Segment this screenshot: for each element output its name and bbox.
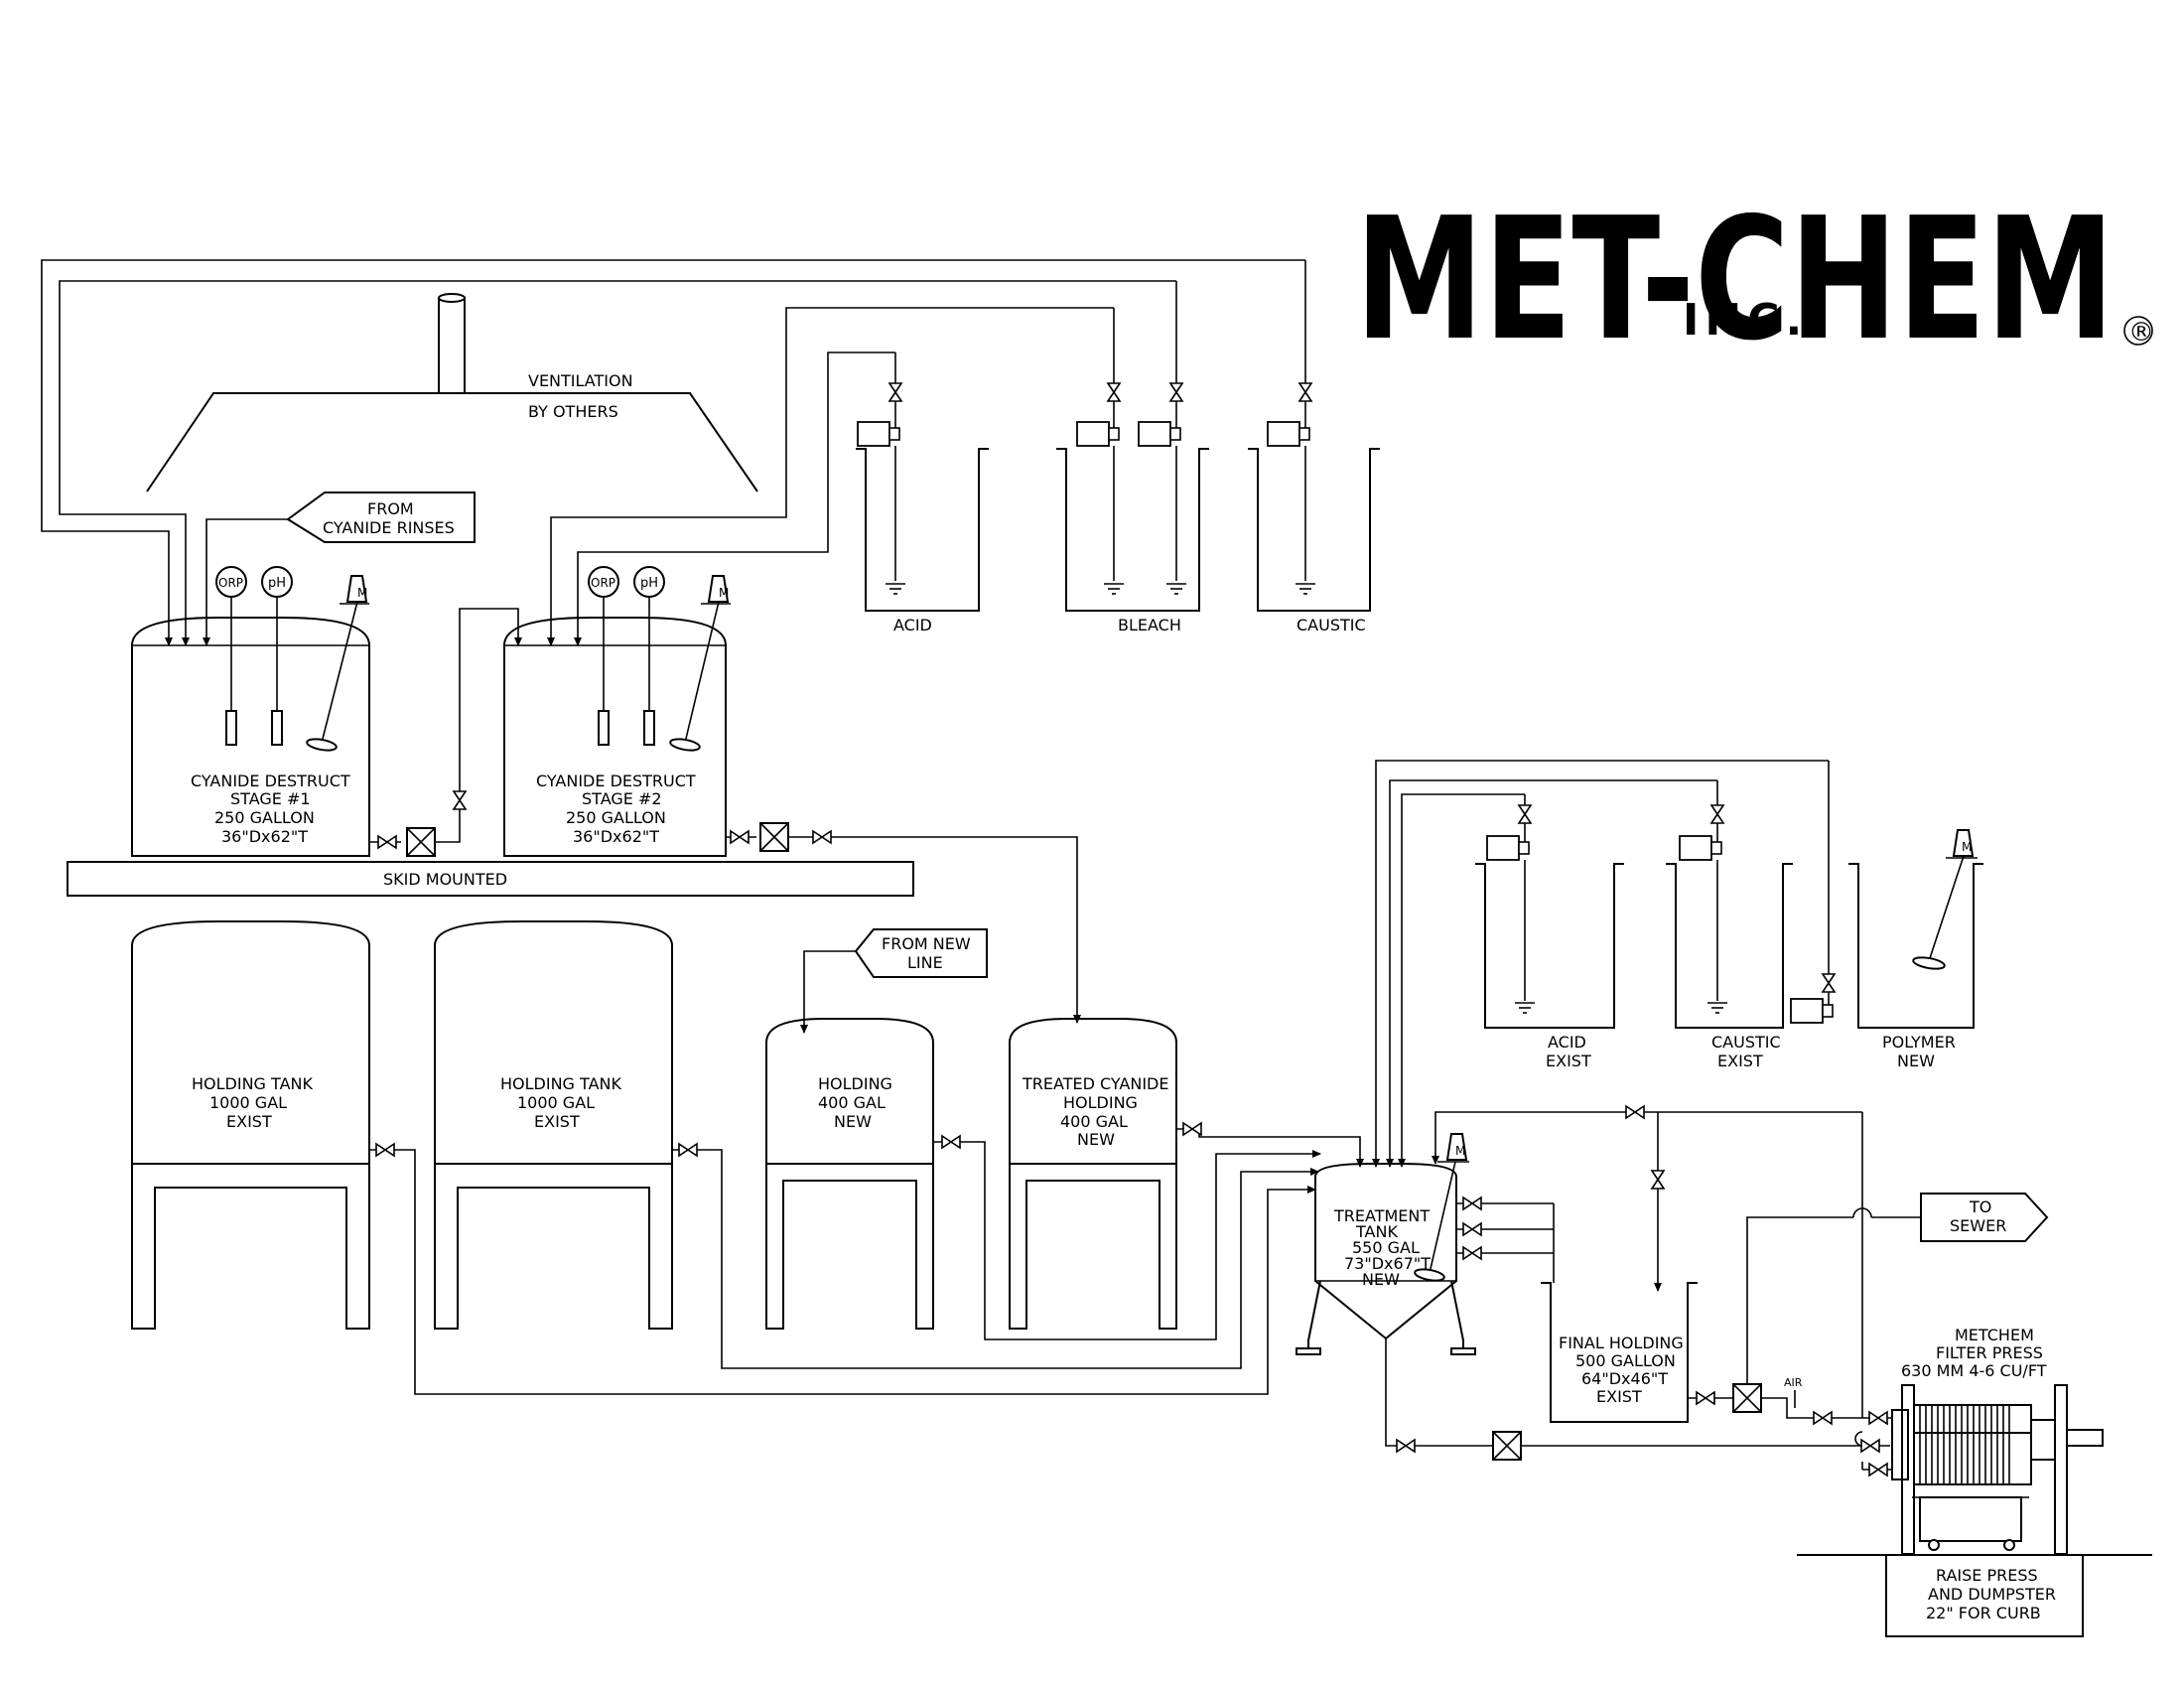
polymer-label-1: POLYMER	[1882, 1033, 1956, 1052]
orp-label-2: ORP	[591, 576, 615, 590]
holding-tank-1-label-3: EXIST	[226, 1112, 272, 1131]
caustic-right-label-1: CAUSTIC	[1711, 1033, 1781, 1052]
holding-tank-1: HOLDING TANK 1000 GAL EXIST	[131, 920, 370, 1330]
holding-400-label-3: NEW	[834, 1112, 872, 1131]
bleach-label-top: BLEACH	[1118, 616, 1181, 634]
stage2-label-4: 36"Dx62"T	[573, 827, 659, 846]
final-holding-label-4: EXIST	[1596, 1387, 1642, 1406]
holding-400-label-2: 400 GAL	[818, 1093, 886, 1112]
treatment-label-2: TANK	[1355, 1222, 1398, 1241]
ventilation-hood: VENTILATION BY OTHERS	[146, 293, 758, 492]
holding-tank-2: HOLDING TANK 1000 GAL EXIST	[434, 920, 673, 1330]
final-holding-label-3: 64"Dx46"T	[1581, 1369, 1668, 1388]
skid-label: SKID MOUNTED	[383, 870, 507, 889]
treated-cyanide-label-3: 400 GAL	[1060, 1112, 1128, 1131]
logo-registered: ®	[2128, 318, 2154, 348]
acid-right-label-2: EXIST	[1546, 1052, 1591, 1070]
logo-suffix: INC.	[1683, 295, 1808, 346]
treatment-label-1: TREATMENT	[1333, 1206, 1430, 1225]
caustic-label-top: CAUSTIC	[1297, 616, 1366, 634]
met-chem-logo: MET-CHEM INC. ®	[1355, 182, 2154, 378]
ph-label-1: pH	[268, 576, 286, 591]
treatment-tank: M TREATMENT TANK 550 GAL 73"Dx67"T NEW	[1296, 1133, 1476, 1355]
from-cyanide-rinses-2: CYANIDE RINSES	[323, 518, 455, 537]
from-cyanide-rinses-1: FROM	[367, 499, 414, 518]
stage1-label-3: 250 GALLON	[214, 808, 315, 827]
stage1-label-4: 36"Dx62"T	[221, 827, 308, 846]
treatment-outlet-piping	[1385, 1105, 1890, 1461]
final-holding-label-2: 500 GALLON	[1575, 1351, 1676, 1370]
treatment-label-3: 550 GAL	[1352, 1238, 1420, 1257]
holding-tank-2-label-2: 1000 GAL	[517, 1093, 595, 1112]
treated-cyanide-label-4: NEW	[1077, 1130, 1115, 1149]
acid-tank-top: ACID	[856, 448, 989, 634]
holding-tank-1-label-2: 1000 GAL	[209, 1093, 287, 1112]
treated-cyanide-label-2: HOLDING	[1063, 1093, 1138, 1112]
treatment-label-5: NEW	[1362, 1270, 1400, 1289]
filter-press-label-3: 630 MM 4-6 CU/FT	[1901, 1361, 2047, 1380]
to-sewer-2: SEWER	[1950, 1216, 2006, 1235]
filter-press-label-1: METCHEM	[1955, 1326, 2034, 1344]
top-chemical-piping	[41, 259, 1316, 646]
caustic-tank-right: CAUSTIC EXIST	[1666, 863, 1793, 1070]
caustic-right-label-2: EXIST	[1717, 1052, 1763, 1070]
bottom-transfer-piping	[369, 1122, 1364, 1395]
ventilation-label-2: BY OTHERS	[528, 402, 618, 421]
orp-label-1: ORP	[218, 576, 243, 590]
mixer-label-1: M	[357, 586, 367, 600]
raise-press-label-3: 22" FOR CURB	[1926, 1604, 2041, 1622]
bleach-tank-top: BLEACH	[1056, 448, 1209, 634]
final-holding-label-1: FINAL HOLDING	[1559, 1334, 1684, 1352]
holding-tank-1-label-1: HOLDING TANK	[192, 1074, 313, 1093]
stage1-label-1: CYANIDE DESTRUCT	[191, 772, 350, 790]
from-new-line-2: LINE	[907, 953, 943, 972]
filter-feed-piping: AIR	[1688, 1376, 1891, 1477]
mixer-label-2: M	[719, 586, 729, 600]
treated-cyanide-holding: TREATED CYANIDE HOLDING 400 GAL NEW	[1009, 1018, 1177, 1330]
polymer-label-2: NEW	[1897, 1052, 1935, 1070]
holding-400-label-1: HOLDING	[818, 1074, 892, 1093]
metchem-filter-press: METCHEM FILTER PRESS 630 MM 4-6 CU/FT	[1797, 1326, 2152, 1637]
logo-name: MET-CHEM	[1355, 182, 2115, 378]
treatment-label-4: 73"Dx67"T	[1344, 1254, 1431, 1273]
holding-tank-2-label-1: HOLDING TANK	[500, 1074, 621, 1093]
raise-press-label-1: RAISE PRESS	[1936, 1566, 2038, 1585]
acid-tank-right: ACID EXIST	[1475, 863, 1624, 1070]
polymer-tank: M POLYMER NEW	[1848, 829, 1983, 1070]
ventilation-label-1: VENTILATION	[528, 371, 633, 390]
holding-tank-2-label-3: EXIST	[534, 1112, 580, 1131]
from-new-line-flag: FROM NEW LINE	[800, 928, 988, 1034]
cyanide-destruct-stage-1: ORP pH M CYANIDE DESTRUCT STAGE #1 250 G…	[131, 566, 370, 857]
treated-cyanide-label-1: TREATED CYANIDE	[1022, 1074, 1168, 1093]
to-sewer-flag: TO SEWER	[1746, 1193, 2049, 1398]
acid-label-top: ACID	[893, 616, 932, 634]
stage1-label-2: STAGE #1	[230, 789, 311, 808]
raise-press-label-2: AND DUMPSTER	[1928, 1585, 2056, 1604]
skid-mounted-base: SKID MOUNTED	[67, 861, 914, 897]
stage-transfer-piping	[369, 608, 1081, 1024]
from-cyanide-rinses-flag: FROM CYANIDE RINSES	[286, 492, 476, 543]
mixer-label-treatment: M	[1455, 1144, 1465, 1158]
registered-mark-icon	[2123, 316, 2153, 346]
right-chemical-piping	[1372, 760, 1836, 1168]
ph-label-2: pH	[640, 576, 658, 591]
stage2-label-1: CYANIDE DESTRUCT	[536, 772, 696, 790]
dumpster	[1912, 1496, 2029, 1551]
stage2-label-3: 250 GALLON	[566, 808, 666, 827]
holding-tank-400: HOLDING 400 GAL NEW	[765, 1018, 934, 1330]
caustic-tank-top: CAUSTIC	[1248, 448, 1380, 634]
air-label: AIR	[1784, 1376, 1803, 1389]
mixer-label-polymer: M	[1962, 840, 1972, 854]
from-new-line-1: FROM NEW	[882, 934, 971, 953]
stage2-label-2: STAGE #2	[582, 789, 662, 808]
filter-press-label-2: FILTER PRESS	[1936, 1343, 2043, 1362]
cyanide-destruct-stage-2: ORP pH M CYANIDE DESTRUCT STAGE #2 250 G…	[503, 566, 731, 857]
filter-plates	[1913, 1404, 2032, 1485]
to-sewer-1: TO	[1969, 1197, 1991, 1216]
final-holding-tank: FINAL HOLDING 500 GALLON 64"Dx46"T EXIST	[1541, 1282, 1698, 1423]
acid-right-label-1: ACID	[1548, 1033, 1586, 1052]
